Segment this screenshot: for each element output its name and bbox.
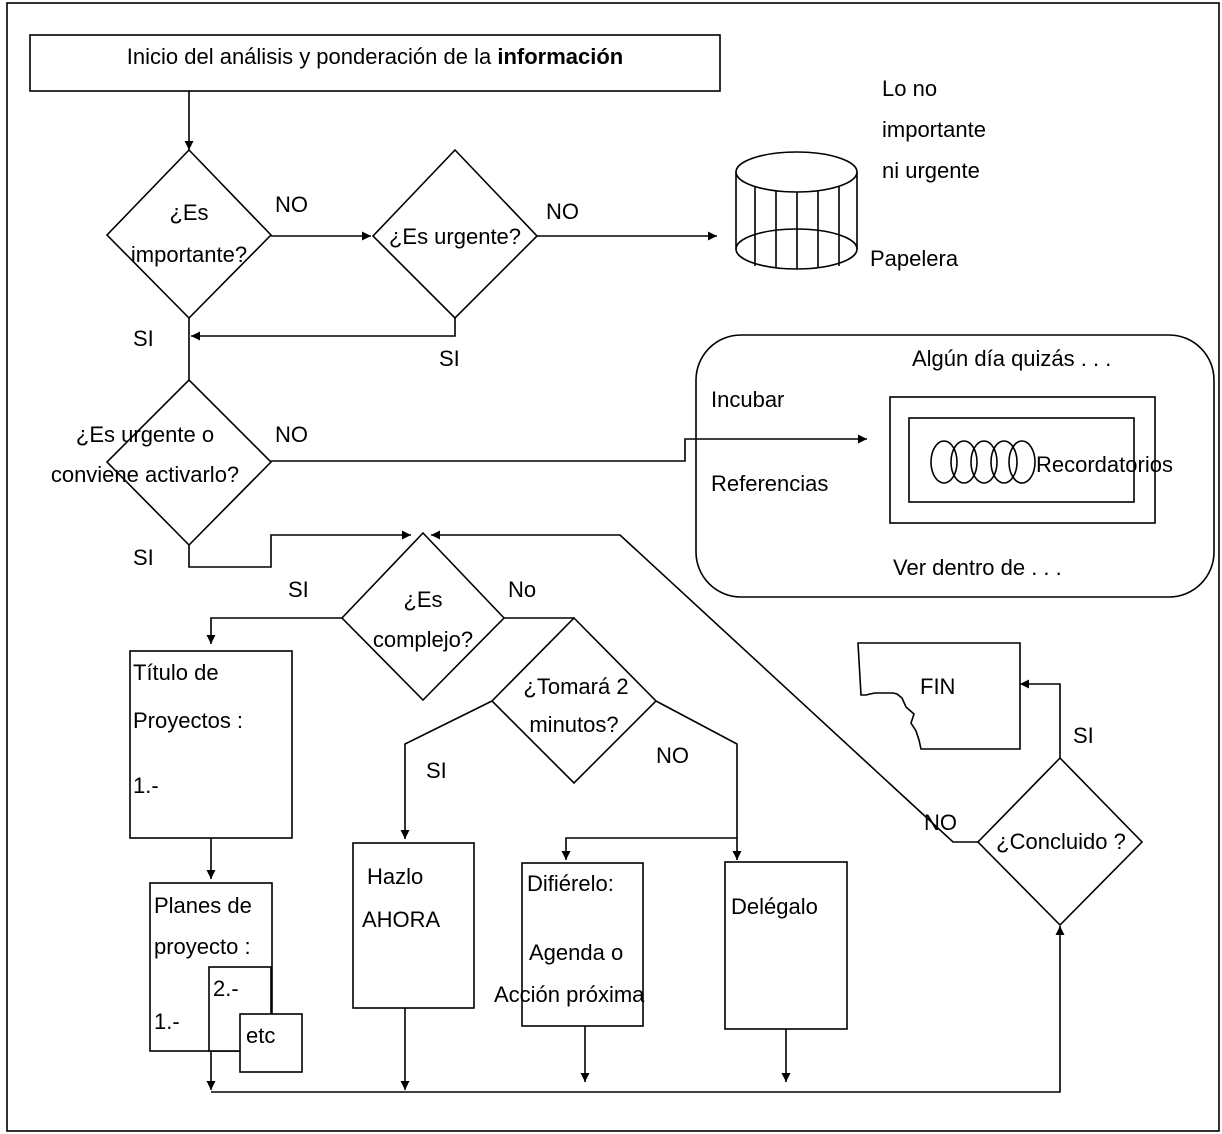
planes-line1: Planes de <box>154 893 252 918</box>
incubate-box: Algún día quizás . . . Incubar Referenci… <box>695 334 1215 598</box>
decision-complejo: ¿Es complejo? <box>340 531 506 702</box>
trash-note-line2: importante <box>882 117 986 142</box>
titulo-line2: Proyectos : <box>133 708 243 733</box>
trash-label: Papelera <box>870 246 959 271</box>
planes-etc-text: etc <box>246 1023 275 1048</box>
planes-line2: proyecto : <box>154 934 251 959</box>
decision-activar: ¿Es urgente o conviene activarlo? <box>51 378 273 547</box>
label-no-activar: NO <box>275 422 308 447</box>
incubate-recordatorios-text: Recordatorios <box>1036 452 1173 477</box>
titulo-line3: 1.- <box>133 773 159 798</box>
arrow-minutos-to-hazlo <box>400 700 493 839</box>
arrow-activar-to-complejo <box>188 530 411 568</box>
incubate-referencias-text: Referencias <box>711 471 828 496</box>
label-si-concluido: SI <box>1073 723 1094 748</box>
decision-activar-line1: ¿Es urgente o <box>76 422 214 447</box>
hazlo-line1: Hazlo <box>367 864 423 889</box>
label-no-minutos: NO <box>656 743 689 768</box>
arrow-bottom-to-concluido <box>211 926 1065 1093</box>
planes-two-text: 2.- <box>213 976 239 1001</box>
incubate-incubar-text: Incubar <box>711 387 784 412</box>
planes-line3: 1.- <box>154 1009 180 1034</box>
trash-cylinder <box>735 151 858 270</box>
trash-note-line3: ni urgente <box>882 158 980 183</box>
difierelo-line1: Difiérelo: <box>527 871 614 896</box>
incubate-bottom-text: Ver dentro de . . . <box>893 555 1062 580</box>
box-titulo-proyectos: Título de Proyectos : 1.- <box>129 650 293 839</box>
label-si-activar: SI <box>133 545 154 570</box>
fin-text: FIN <box>920 674 955 699</box>
decision-activar-line2: conviene activarlo? <box>51 462 239 487</box>
decision-importante-line1: ¿Es <box>169 200 208 225</box>
reminder-rings-icon <box>930 440 1036 484</box>
start-box: Inicio del análisis y ponderación de la … <box>29 34 721 92</box>
box-delegalo: Delégalo <box>724 861 848 1030</box>
decision-minutos-line1: ¿Tomará 2 <box>523 674 628 699</box>
hazlo-line2: AHORA <box>362 907 441 932</box>
decision-dos-minutos: ¿Tomará 2 minutos? <box>490 616 658 785</box>
label-no-urgente: NO <box>546 199 579 224</box>
label-no-complejo: No <box>508 577 536 602</box>
arrow-concluido-to-fin <box>1020 679 1061 758</box>
decision-concluido-text: ¿Concluido ? <box>996 829 1126 854</box>
delegalo-text: Delégalo <box>731 894 818 919</box>
trash-note-line1: Lo no <box>882 76 937 101</box>
difierelo-line2: Agenda o <box>529 940 623 965</box>
incubate-inner-rect <box>908 417 1135 503</box>
difierelo-line3: Acción próxima <box>494 982 645 1007</box>
titulo-line1: Título de <box>133 660 219 685</box>
decision-minutos-line2: minutos? <box>529 712 618 737</box>
page-frame <box>6 2 1220 1132</box>
arrow-minutos-to-delegalo <box>655 700 742 860</box>
box-hazlo-ahora: Hazlo AHORA <box>352 842 475 1009</box>
label-si-minutos: SI <box>426 758 447 783</box>
decision-complejo-line2: complejo? <box>373 627 473 652</box>
label-si-complejo: SI <box>288 577 309 602</box>
label-si-importante: SI <box>133 326 154 351</box>
arrow-activar-to-incubar <box>271 434 867 462</box>
decision-concluido: ¿Concluido ? <box>976 756 1144 927</box>
end-fin: FIN <box>857 642 1021 750</box>
arrow-minutos-to-difierelo <box>561 837 737 860</box>
incubate-outer-rect <box>889 396 1156 524</box>
decision-complejo-line1: ¿Es <box>403 587 442 612</box>
arrow-complejo-to-titulo <box>206 617 342 644</box>
planes-sub-etc <box>239 1013 303 1073</box>
start-text: Inicio del análisis y ponderación de la … <box>127 44 623 69</box>
box-difierelo: Difiérelo: Agenda o Acción próxima <box>494 862 645 1027</box>
decision-importante-line2: importante? <box>131 242 247 267</box>
arrow-urgente-si-back <box>191 318 456 341</box>
arrow-concluido-no-back <box>431 530 978 843</box>
label-no-importante: NO <box>275 192 308 217</box>
label-si-urgente: SI <box>439 346 460 371</box>
decision-urgente: ¿Es urgente? <box>371 148 539 320</box>
decision-urgente-text: ¿Es urgente? <box>389 224 521 249</box>
decision-importante: ¿Es importante? <box>105 148 273 320</box>
incubate-top-text: Algún día quizás . . . <box>912 346 1111 371</box>
box-planes-proyecto: Planes de proyecto : 1.- 2.- etc <box>149 882 303 1073</box>
